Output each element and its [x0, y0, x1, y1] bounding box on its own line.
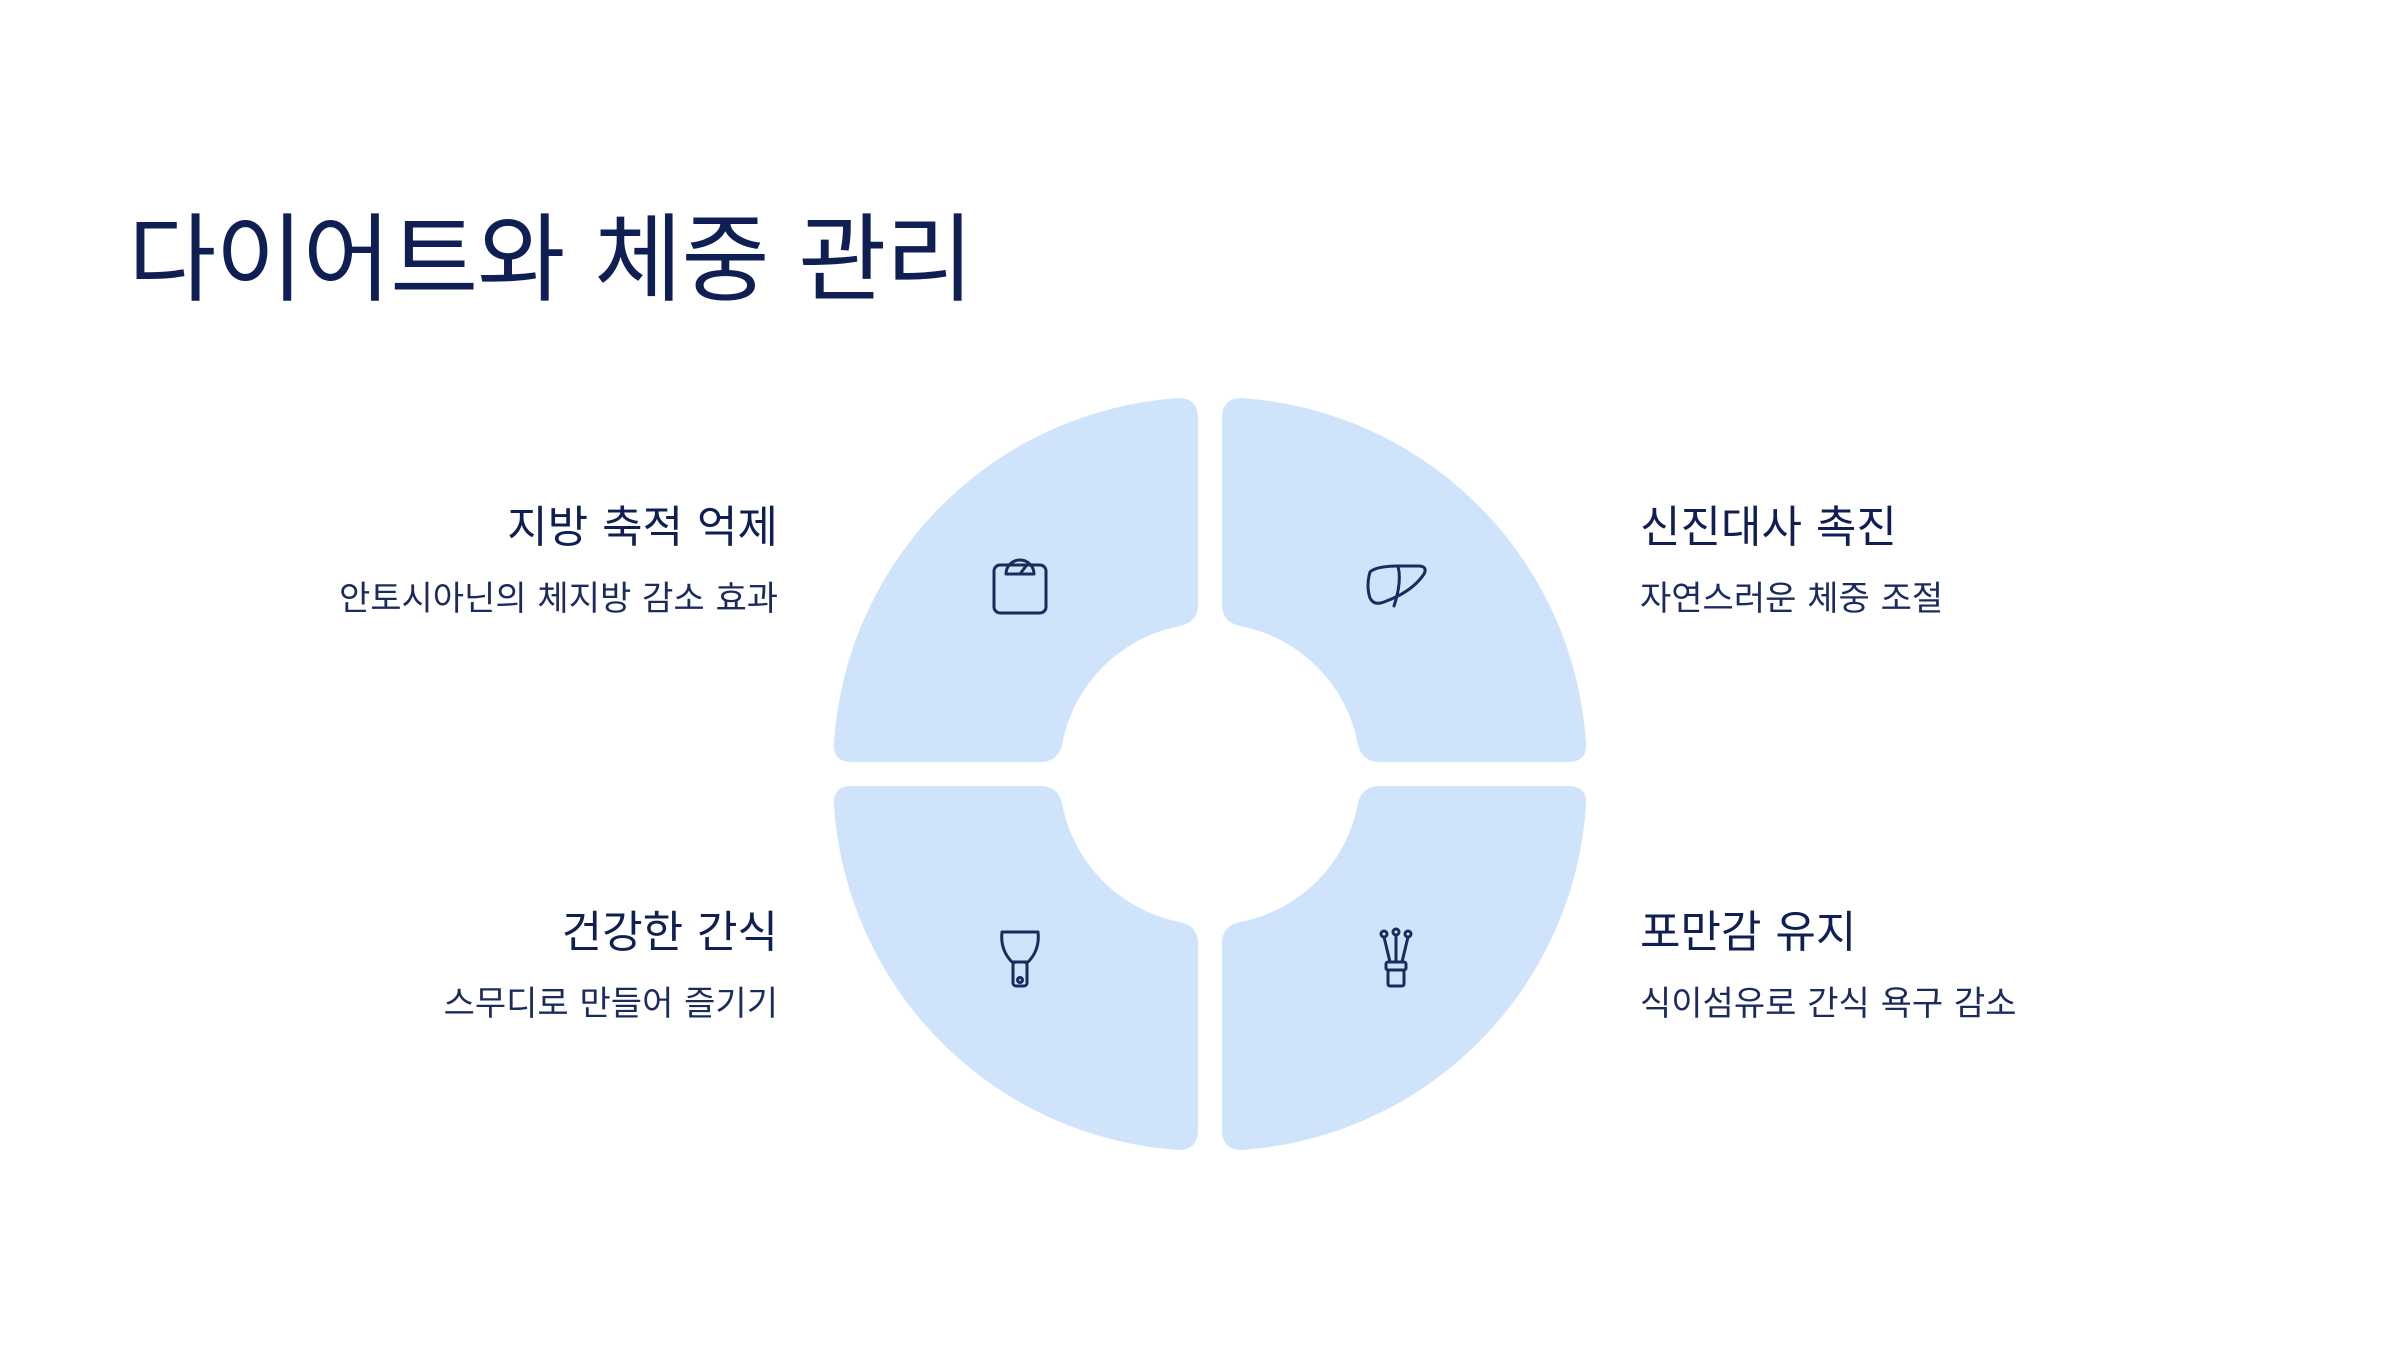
segment-description: 자연스러운 체중 조절 [1640, 579, 1944, 619]
scale-icon [992, 558, 1048, 615]
label-satiety: 포만감 유지 식이섬유로 간식 욕구 감소 [1640, 905, 2340, 1027]
spatula-icon [1000, 930, 1040, 988]
segment-title: 지방 축적 억제 [507, 502, 778, 553]
segment-top-right[interactable] [1222, 398, 1587, 762]
segment-bottom-right[interactable] [1222, 786, 1587, 1150]
segment-description: 스무디로 만들어 즐기기 [443, 984, 778, 1024]
label-fat-suppression: 지방 축적 억제 안토시아닌의 체지방 감소 효과 [78, 500, 778, 622]
segment-bottom-left[interactable] [833, 786, 1198, 1150]
segment-top-left[interactable] [833, 398, 1198, 762]
segment-title: 포만감 유지 [1640, 907, 1857, 958]
page-title: 다이어트와 체중 관리 [128, 204, 974, 316]
segment-title: 신진대사 촉진 [1640, 502, 1897, 553]
segment-description: 식이섬유로 간식 욕구 감소 [1640, 984, 2017, 1024]
fiber-icon [1379, 927, 1413, 988]
liver-icon [1366, 564, 1427, 608]
label-metabolism: 신진대사 촉진 자연스러운 체중 조절 [1640, 500, 2340, 622]
segment-title: 건강한 간식 [561, 907, 778, 958]
label-healthy-snack: 건강한 간식 스무디로 만들어 즐기기 [78, 905, 778, 1027]
segment-description: 안토시아닌의 체지방 감소 효과 [338, 579, 778, 619]
